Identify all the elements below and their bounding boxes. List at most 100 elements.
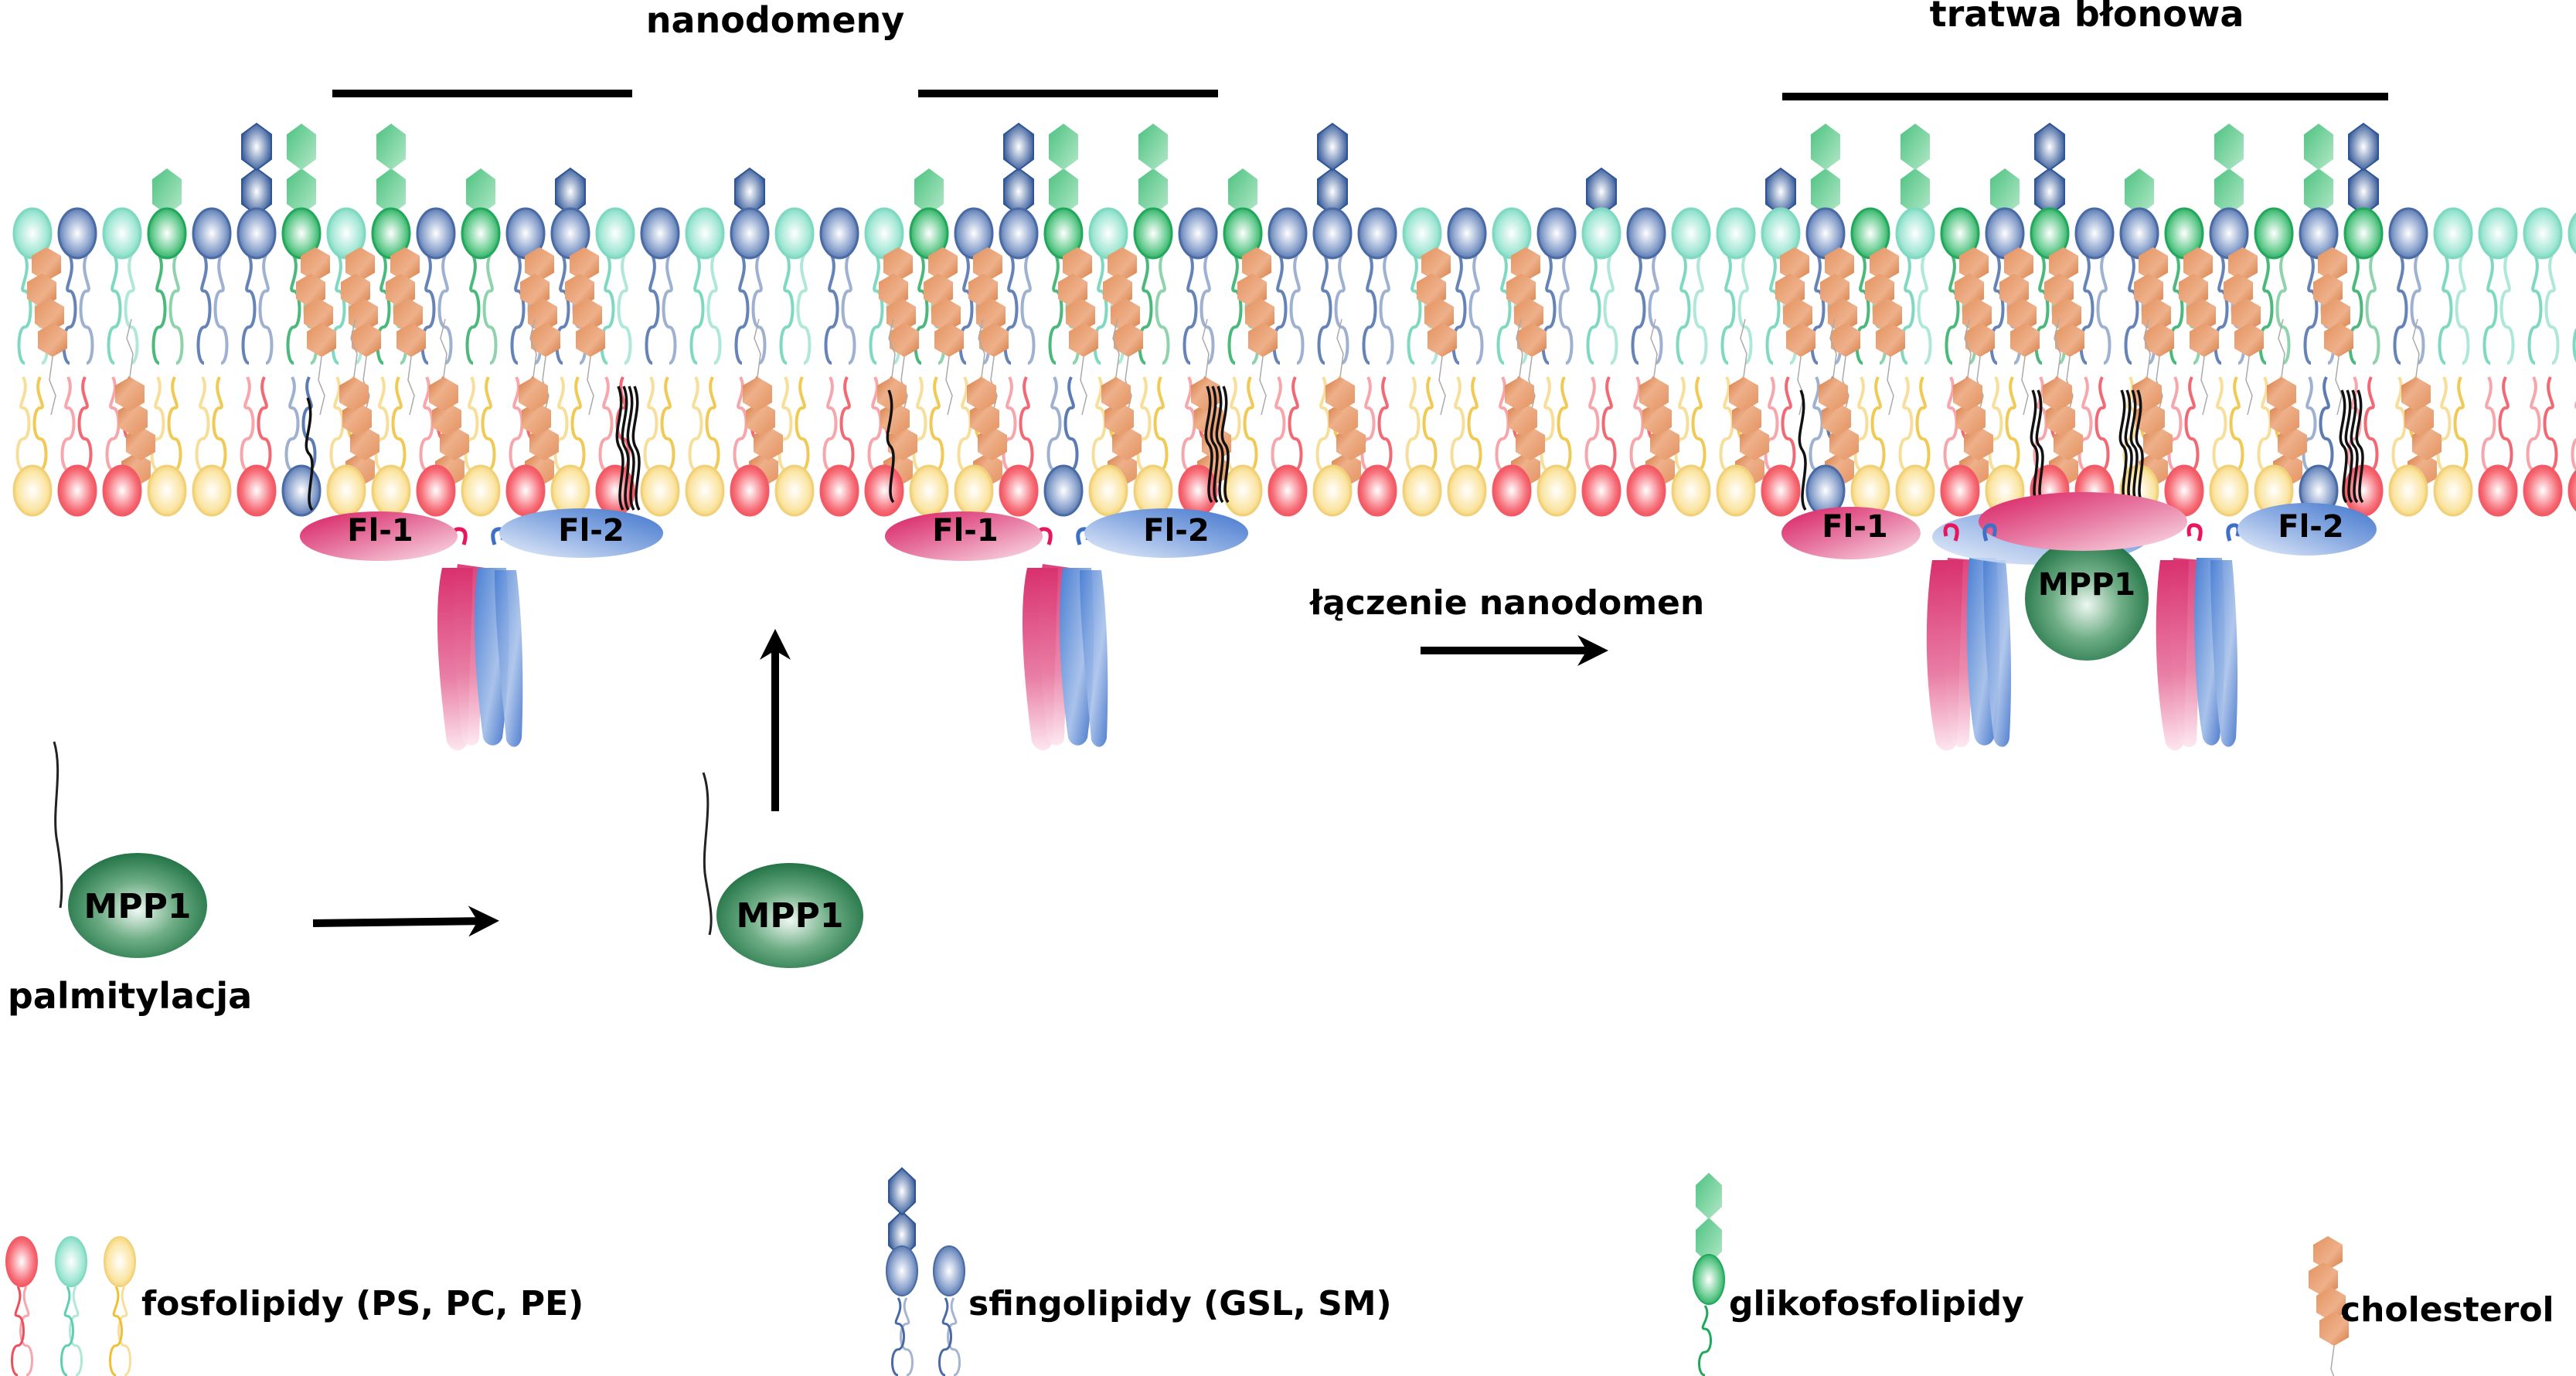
mpp1-label: MPP1 bbox=[84, 887, 192, 926]
sterol-tail bbox=[2021, 356, 2029, 416]
sterol-ring bbox=[1729, 377, 1758, 411]
flotillin-complex-2: Fl-1 Fl-2 bbox=[885, 508, 1248, 751]
glycan-sugar-green bbox=[2125, 168, 2154, 215]
glycan-sugar-blue bbox=[2348, 122, 2379, 172]
sterol-ring bbox=[1421, 247, 1451, 281]
sterol-tail bbox=[1202, 318, 1210, 378]
lipid-tail bbox=[2005, 376, 2020, 471]
sterol-tail bbox=[1336, 318, 1344, 378]
palmitoyl-anchor bbox=[2339, 389, 2348, 504]
lipid-tail bbox=[1243, 376, 1258, 471]
sterol-ring bbox=[1828, 298, 1857, 332]
lipid-tail bbox=[779, 254, 795, 365]
phospholipid-head bbox=[2433, 464, 2473, 517]
sterol-ring bbox=[2043, 377, 2072, 411]
palmitoyl-anchor bbox=[626, 386, 635, 511]
sphingolipid-icon bbox=[933, 1245, 965, 1296]
phospholipid-head bbox=[1402, 464, 1442, 517]
sterol-ring bbox=[1514, 298, 1543, 332]
lipid-tail bbox=[286, 254, 301, 365]
phospholipid-head bbox=[505, 464, 546, 517]
lipid-tail bbox=[1674, 376, 1690, 471]
sphingolipid-icon bbox=[886, 1245, 918, 1296]
lipid-tail bbox=[2482, 254, 2498, 365]
sterol-tail bbox=[350, 318, 358, 378]
phospholipid-head bbox=[685, 207, 725, 260]
sterol-ring bbox=[1780, 247, 1809, 281]
sterol-ring bbox=[746, 402, 775, 436]
sterol-ring bbox=[1248, 323, 1278, 357]
sterol-tail bbox=[1259, 356, 1267, 416]
phospholipid-head bbox=[1671, 207, 1711, 260]
sterol-ring bbox=[1870, 247, 1899, 281]
sphingolipid-head bbox=[1178, 207, 1218, 260]
lipid-tail bbox=[151, 254, 167, 365]
palmitoyl-chain bbox=[702, 772, 713, 936]
lipid-tail bbox=[1781, 376, 1796, 471]
glycan-sugar-green bbox=[287, 168, 316, 215]
phospholipid-head bbox=[774, 207, 815, 260]
sterol-ring bbox=[528, 298, 557, 332]
glycan-sugar-green bbox=[2304, 124, 2333, 170]
lipid-tail bbox=[1020, 254, 1036, 365]
sphingolipid-head bbox=[416, 207, 456, 260]
sterol-ring bbox=[2183, 247, 2213, 281]
mpp1-protein bbox=[68, 853, 207, 958]
glycan-sugar-green bbox=[1990, 168, 2020, 215]
lipid-tail bbox=[257, 376, 272, 471]
lipid-tail bbox=[1676, 254, 1691, 365]
sterol-ring bbox=[883, 247, 913, 281]
lipid-tail bbox=[2094, 376, 2110, 471]
palmitoyl-anchor bbox=[2124, 389, 2133, 504]
sterol-tail bbox=[2245, 356, 2253, 416]
lipid-tail bbox=[2077, 376, 2093, 471]
sterol-ring bbox=[2318, 247, 2347, 281]
sterol-ring bbox=[1876, 323, 1905, 357]
sterol-ring bbox=[2055, 323, 2084, 357]
cholesterol-molecule bbox=[341, 247, 381, 416]
phospholipid-head bbox=[461, 464, 501, 517]
sterol-ring bbox=[979, 323, 1009, 357]
phospholipid-head bbox=[2567, 469, 2576, 512]
lipid-tail bbox=[2096, 254, 2112, 365]
sterol-ring bbox=[2401, 377, 2431, 411]
lipid-tail bbox=[482, 254, 498, 365]
lipid-tail bbox=[1155, 254, 1170, 365]
flotillin-2-domain bbox=[499, 508, 663, 558]
cholesterol-molecule bbox=[968, 247, 1009, 416]
glycan-sugar-blue bbox=[241, 122, 272, 172]
lipid-tail bbox=[2303, 254, 2319, 365]
sphingolipid-head bbox=[2388, 207, 2428, 260]
legend bbox=[5, 1167, 2349, 1376]
sterol-tail bbox=[2330, 1345, 2335, 1376]
cholesterol-molecule bbox=[2401, 318, 2442, 487]
lipid-tail bbox=[796, 254, 812, 365]
lipid-tail bbox=[2453, 376, 2469, 471]
sterol-ring bbox=[1962, 298, 1992, 332]
legend-tail bbox=[891, 1297, 905, 1376]
sterol-tail bbox=[978, 318, 985, 378]
cholesterol-molecule bbox=[2313, 247, 2353, 416]
palmitoyl-anchor bbox=[1204, 386, 1213, 504]
lipid-tail bbox=[437, 254, 453, 365]
mpp1-raft bbox=[2025, 537, 2149, 661]
lipid-tail bbox=[1063, 376, 1079, 471]
sterol-ring bbox=[1819, 377, 1848, 411]
cholesterol-molecule bbox=[1955, 247, 1995, 416]
phospholipid-head bbox=[909, 464, 949, 517]
cholesterol-molecule bbox=[924, 247, 964, 416]
sterol-tail bbox=[529, 318, 537, 378]
lipid-tail bbox=[1915, 376, 1931, 471]
sterol-tail bbox=[1740, 318, 1747, 378]
lipid-tail bbox=[2229, 376, 2244, 471]
phospholipid-head bbox=[1581, 207, 1621, 260]
sterol-ring bbox=[934, 323, 964, 357]
lipid-tail bbox=[706, 254, 722, 365]
lipid-tail bbox=[912, 376, 927, 471]
cholesterol-molecule bbox=[1775, 247, 1815, 416]
palmitoyl-anchor bbox=[1210, 386, 1219, 504]
sterol-ring bbox=[393, 298, 423, 332]
sterol-tail bbox=[1650, 318, 1658, 378]
phospholipid-head bbox=[1761, 464, 1801, 517]
